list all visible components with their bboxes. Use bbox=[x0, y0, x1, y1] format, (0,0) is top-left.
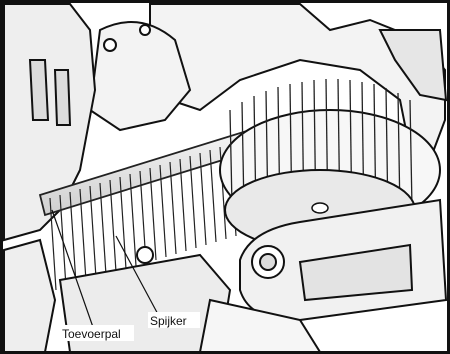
feed-pawl-label: Toevoerpal bbox=[62, 327, 121, 341]
nail-label: Spijker bbox=[150, 314, 187, 328]
